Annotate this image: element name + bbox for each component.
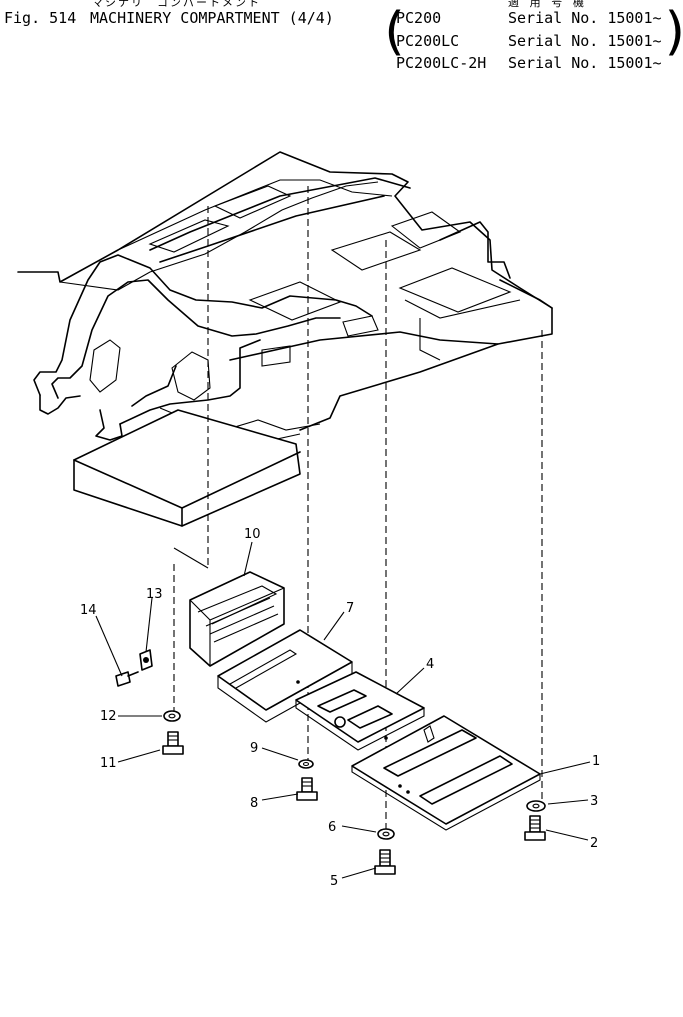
model-row-2-serial: Serial No. 15001~ — [508, 32, 662, 50]
part-12-washer — [163, 710, 181, 722]
part-2-bolt — [524, 815, 546, 841]
callout-7: 7 — [346, 601, 354, 616]
applicable-models-bracket-right: ) — [660, 2, 683, 62]
callout-8: 8 — [250, 796, 258, 811]
part-9-washer — [298, 759, 314, 769]
part-8-bolt — [296, 777, 318, 801]
callout-6: 6 — [328, 820, 336, 835]
part-10-box — [189, 571, 285, 667]
callout-14: 14 — [80, 603, 97, 618]
part-13-clip — [139, 649, 153, 671]
callout-labels: 1 2 3 4 5 6 7 8 9 10 11 12 13 14 — [80, 527, 600, 889]
callout-5: 5 — [330, 874, 338, 889]
part-1-under-cover — [351, 715, 541, 831]
callout-10: 10 — [244, 527, 261, 542]
part-7-cover — [217, 629, 353, 723]
part-14-bolt — [115, 671, 139, 687]
page-title: MACHINERY COMPARTMENT (4/4) — [90, 9, 334, 27]
model-row-2-model: PC200LC — [396, 32, 460, 50]
model-row-1-model: PC200 — [396, 9, 442, 27]
leader-lines — [95, 541, 591, 879]
part-5-bolt — [374, 849, 396, 875]
part-3-washer — [526, 800, 546, 812]
callout-4: 4 — [426, 657, 434, 672]
part-4-cover — [295, 671, 425, 751]
callout-11: 11 — [100, 756, 117, 771]
callout-1: 1 — [592, 754, 600, 769]
callout-3: 3 — [590, 794, 598, 809]
part-11-bolt — [162, 731, 184, 755]
callout-12: 12 — [100, 709, 117, 724]
callout-9: 9 — [250, 741, 258, 756]
bolts — [162, 731, 546, 875]
applicable-models-bracket: ( — [378, 2, 410, 62]
applicable-models-japanese: 適 用 号 機 — [508, 0, 586, 9]
part-6-washer — [377, 828, 395, 840]
model-row-1-serial: Serial No. 15001~ — [508, 9, 662, 27]
figure-label: Fig. 514 — [4, 9, 77, 27]
callout-2: 2 — [590, 836, 598, 851]
washers — [163, 710, 546, 840]
title-japanese: マシナリ コンパートメント — [92, 0, 261, 9]
callout-13: 13 — [146, 587, 163, 602]
revolving-frame — [17, 151, 553, 527]
model-row-3-serial: Serial No. 15001~ — [508, 54, 662, 72]
model-row-3-model: PC200LC-2H — [396, 54, 487, 72]
